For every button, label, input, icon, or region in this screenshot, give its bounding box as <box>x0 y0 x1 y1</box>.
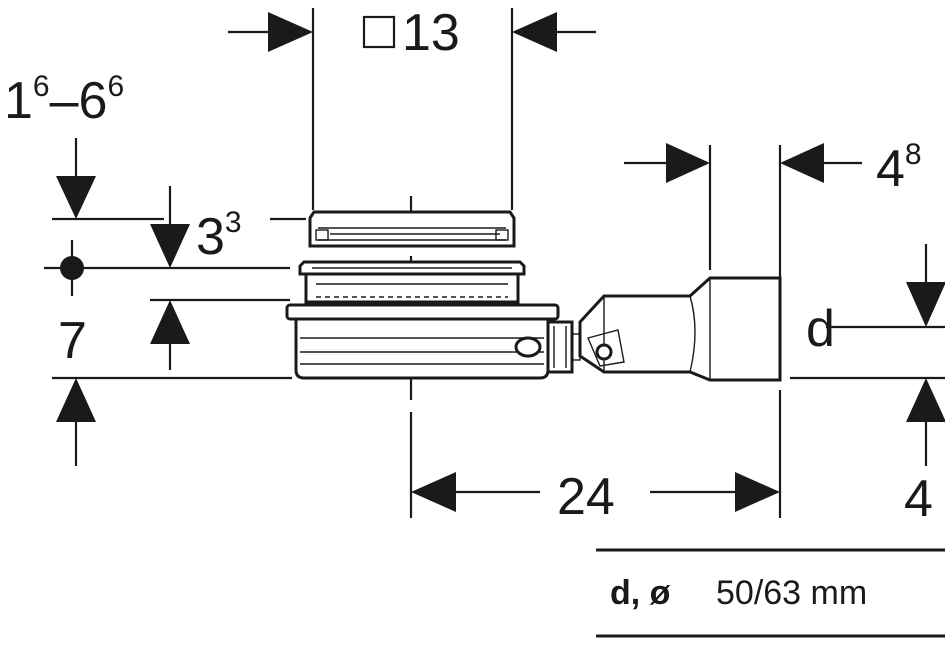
body-height-label: 7 <box>58 312 87 370</box>
height-range-label: 16–66 <box>4 70 124 130</box>
reference-point <box>60 240 84 296</box>
extension-lines <box>44 8 945 518</box>
square-symbol-icon <box>362 15 396 49</box>
drain-body <box>285 210 581 380</box>
grate-size-value: 13 <box>402 4 460 62</box>
outlet-width-label: 48 <box>876 138 922 198</box>
top-offset-label: 33 <box>196 206 242 266</box>
legend-table: d, ø 50/63 mm <box>596 548 945 638</box>
grate-size-label: 13 <box>362 4 460 62</box>
legend-value: 50/63 mm <box>716 574 867 612</box>
total-length-label: 24 <box>557 468 615 526</box>
legend-key: d, ø <box>610 574 671 612</box>
outlet-height-label: 4 <box>904 470 933 528</box>
outlet-diameter-label: d <box>806 300 835 358</box>
dimension-arrows <box>56 12 945 512</box>
outlet-pipe <box>578 276 782 382</box>
